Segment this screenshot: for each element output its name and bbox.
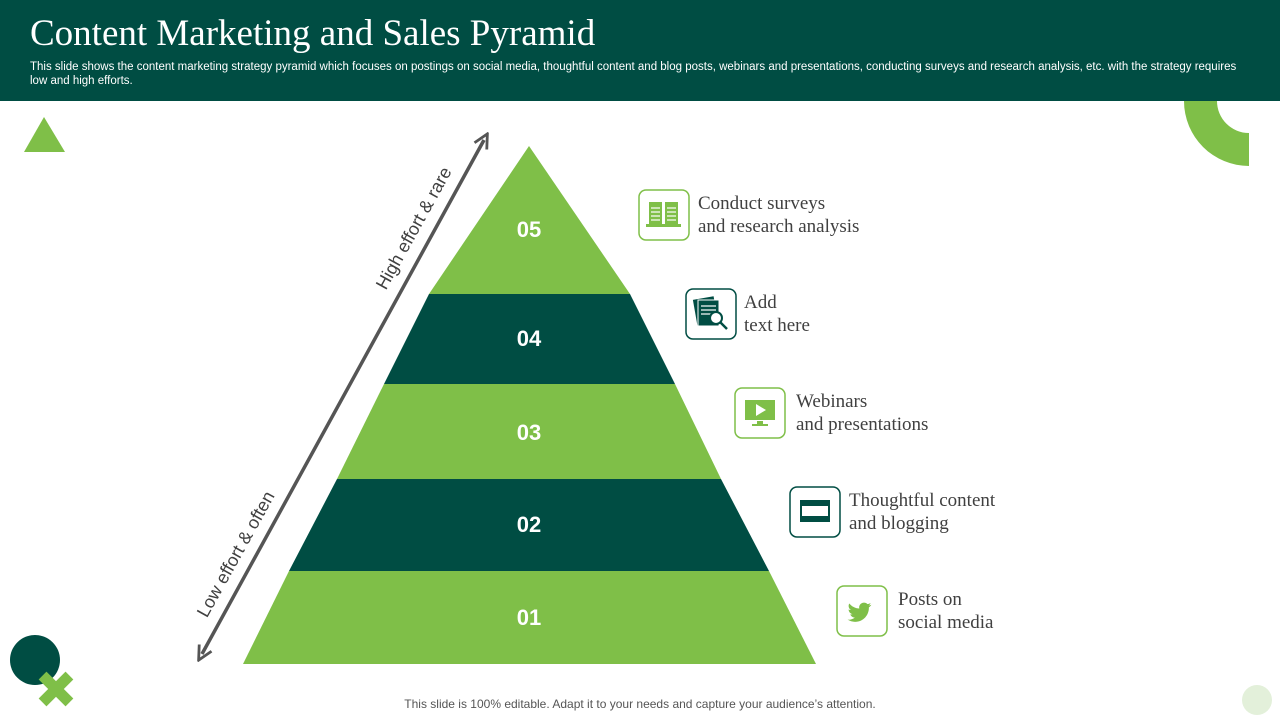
tier-number-04: 04 <box>517 326 542 351</box>
tier-01 <box>243 571 816 664</box>
tier-04 <box>384 294 675 384</box>
slide-subtitle: This slide shows the content marketing s… <box>30 61 1237 87</box>
decor-circle <box>10 635 60 685</box>
level-label-04-line1: Add <box>744 292 777 313</box>
header-bar: Content Marketing and Sales Pyramid This… <box>0 0 1280 101</box>
level-label-03-line1: Webinars <box>796 391 868 412</box>
slide-title: Content Marketing and Sales Pyramid <box>30 13 596 54</box>
tier-05 <box>429 146 630 294</box>
level-label-04-line2: text here <box>744 315 810 336</box>
video-play-icon <box>734 387 786 439</box>
level-label-03-line2: and presentations <box>796 414 929 435</box>
tier-03 <box>337 384 721 479</box>
tier-02 <box>289 479 769 571</box>
book-icon <box>638 189 690 241</box>
level-label-01: Posts on social media <box>898 588 994 634</box>
twitter-bird-icon <box>836 585 888 637</box>
decor-ring-arc <box>1184 101 1249 166</box>
footer-note: This slide is 100% editable. Adapt it to… <box>404 697 876 711</box>
tier-number-03: 03 <box>517 420 541 445</box>
level-label-01-line2: social media <box>898 612 994 633</box>
level-label-05: Conduct surveys and research analysis <box>698 192 859 238</box>
decor-triangle <box>24 117 65 152</box>
level-label-04: Add text here <box>744 291 810 337</box>
tier-number-05: 05 <box>517 217 541 242</box>
level-label-03: Webinars and presentations <box>796 390 928 436</box>
level-label-05-line2: and research analysis <box>698 216 860 237</box>
browser-window-icon <box>789 486 841 538</box>
level-label-01-line1: Posts on <box>898 589 962 610</box>
level-label-02-line2: and blogging <box>849 513 949 534</box>
tier-number-01: 01 <box>517 605 541 630</box>
decor-ring <box>1248 101 1280 134</box>
decor-dot <box>1242 685 1272 715</box>
effort-bottom-label: Low effort & often <box>193 488 279 621</box>
level-label-05-line1: Conduct surveys <box>698 193 826 214</box>
tier-number-02: 02 <box>517 512 541 537</box>
effort-arrow <box>202 140 484 654</box>
decor-cross <box>38 671 74 707</box>
level-label-02-line1: Thoughtful content <box>849 490 996 511</box>
level-label-02: Thoughtful content and blogging <box>849 489 995 535</box>
document-search-icon <box>685 288 737 340</box>
